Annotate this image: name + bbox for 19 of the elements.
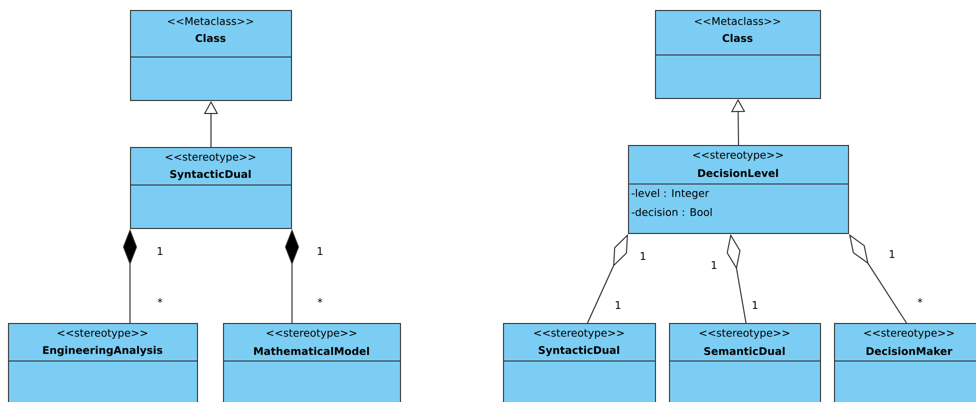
multiplicity-label: 1 — [318, 247, 322, 255]
class-box: <<stereotype>> SyntacticDual — [130, 147, 292, 229]
multiplicity-label: 1 — [640, 252, 646, 260]
multiplicity-label: 1 — [890, 250, 894, 258]
multiplicity-label: * — [918, 298, 922, 303]
multiplicity-label: 1 — [712, 261, 716, 269]
class-box: <<stereotype>> SyntacticDual — [502, 323, 656, 402]
class-box: <<stereotype>> DecisionLevel -level : Integer -decision : Bool — [628, 145, 849, 234]
multiplicity-label: 1 — [616, 301, 620, 309]
class-box: <<stereotype>> EngineeringAnalysis — [8, 323, 198, 402]
class-box: <<stereotype>> DecisionMaker — [834, 323, 976, 402]
multiplicity-label: * — [158, 298, 162, 303]
class-box: <<Metaclass>> Class — [130, 10, 292, 101]
class-box: <<Metaclass>> Class — [654, 10, 821, 99]
multiplicity-label: * — [318, 298, 322, 303]
multiplicity-label: 1 — [158, 247, 162, 255]
class-box: <<stereotype>> SemanticDual — [668, 323, 821, 402]
multiplicity-label: 1 — [752, 301, 758, 309]
class-box: <<stereotype>> MathematicalModel — [222, 323, 401, 402]
